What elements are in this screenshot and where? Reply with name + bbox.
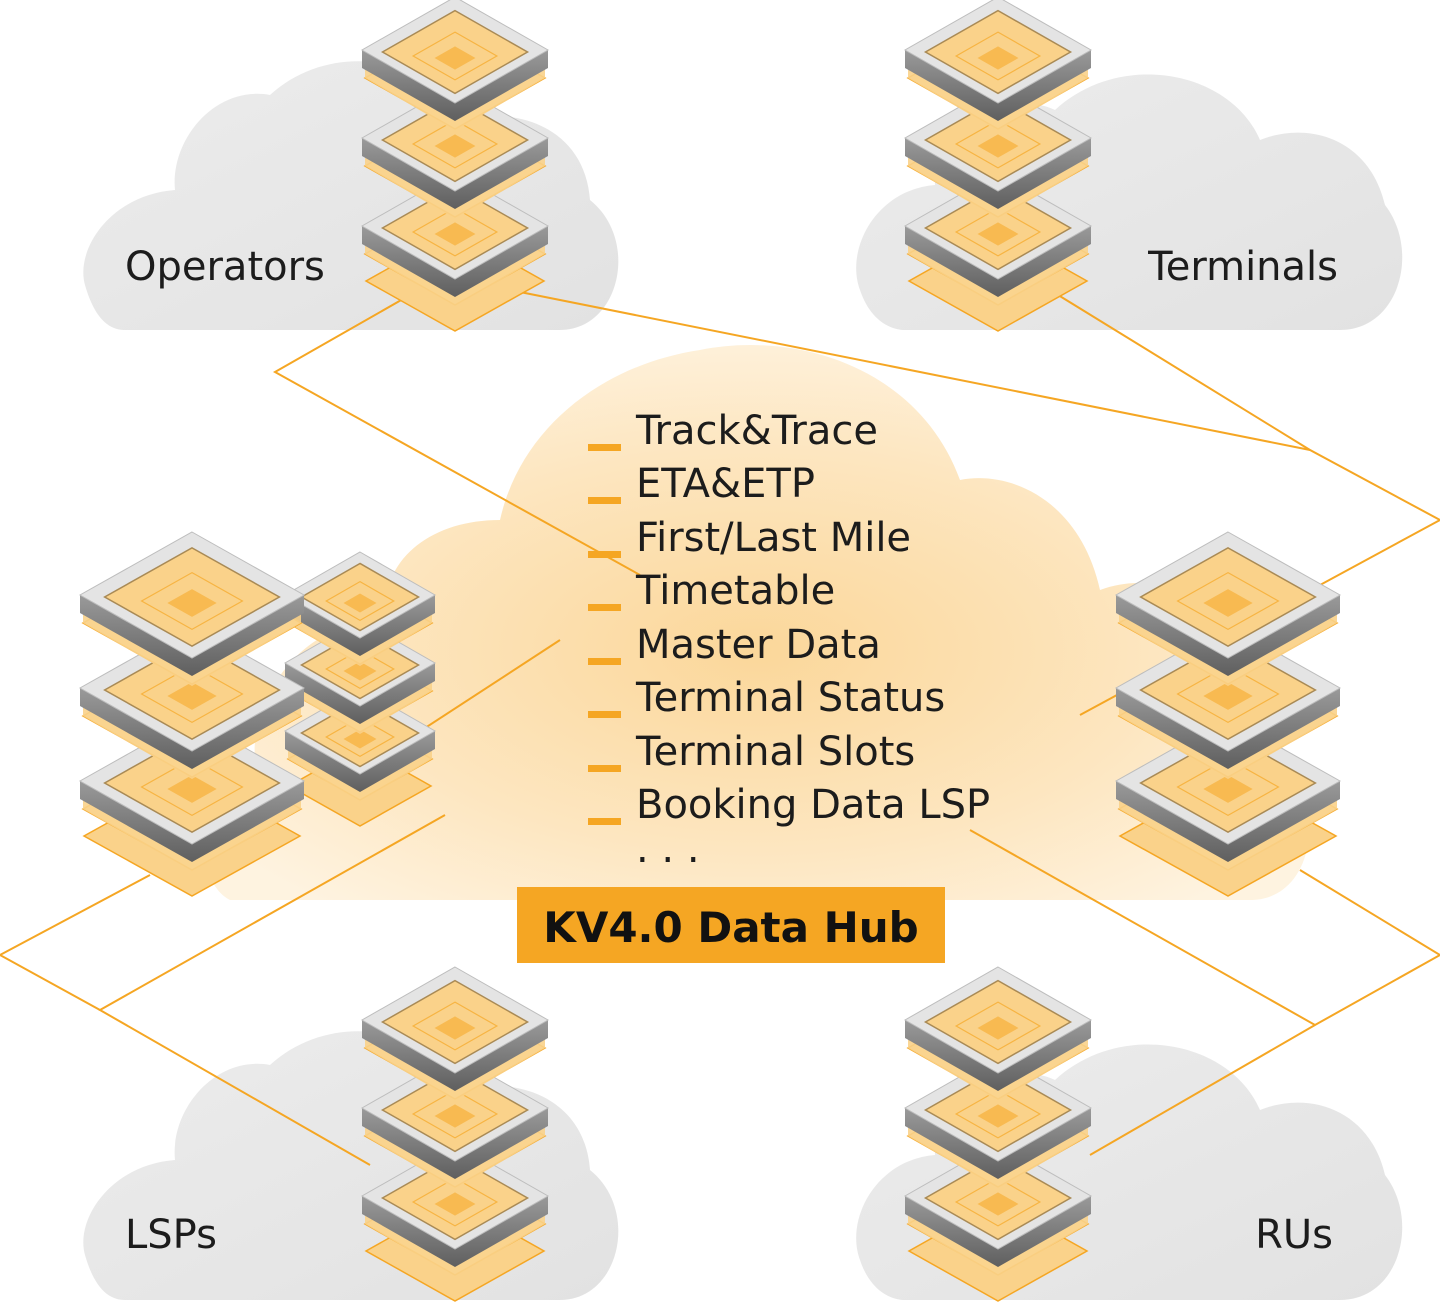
bullet-dash-icon <box>588 658 621 665</box>
terminals-server-icon <box>903 0 1093 332</box>
connection-line <box>0 874 151 1011</box>
connection-line <box>1049 289 1311 451</box>
hub-server-left-icon <box>78 531 306 897</box>
rus-server-icon <box>903 966 1093 1302</box>
bullet-dash-icon <box>588 551 621 558</box>
hub-server-right-icon <box>1114 531 1342 897</box>
hub-list-item: Terminal Status <box>588 675 945 721</box>
hub-title: KV4.0 Data Hub <box>543 903 918 952</box>
connection-line <box>272 294 641 576</box>
svg-text:Timetable: Timetable <box>635 568 835 614</box>
bullet-dash-icon <box>588 711 621 718</box>
hub-cloud <box>204 345 1310 900</box>
svg-text:Master Data: Master Data <box>636 622 881 668</box>
hub-list-item: Booking Data LSP <box>588 782 990 828</box>
hub-item-list: Track&Trace ETA&ETP First/Last Mile Time… <box>588 408 990 872</box>
hub-list-item: Master Data <box>588 622 881 668</box>
operators-label: Operators <box>125 244 325 290</box>
terminals-label: Terminals <box>1147 244 1338 290</box>
hub-list-item: ETA&ETP <box>588 461 815 507</box>
bullet-dash-icon <box>588 604 621 611</box>
connection-line <box>969 829 1440 1027</box>
hub-list-item: Timetable <box>588 568 835 614</box>
operators-server-icon <box>360 0 550 332</box>
svg-text:Track&Trace: Track&Trace <box>635 408 878 454</box>
hub-title-background <box>517 887 945 963</box>
bullet-dash-icon <box>588 765 621 772</box>
svg-text:ETA&ETP: ETA&ETP <box>636 461 815 507</box>
hub-list-item: Track&Trace <box>588 408 878 454</box>
lsps-cloud <box>83 1031 619 1300</box>
rus-label: RUs <box>1255 1212 1333 1258</box>
bullet-dash-icon <box>588 444 621 451</box>
bullet-dash-icon <box>588 818 621 825</box>
lsps-label: LSPs <box>125 1212 217 1258</box>
lsps-server-icon <box>360 966 550 1302</box>
svg-text:Terminal Slots: Terminal Slots <box>635 729 915 775</box>
hub-title-badge: KV4.0 Data Hub <box>517 887 945 963</box>
bullet-dash-icon <box>588 497 621 504</box>
connection-line <box>1089 1024 1316 1156</box>
hub-list-item: Terminal Slots <box>588 729 915 775</box>
hub-list-ellipsis: . . . <box>636 826 700 872</box>
server-stacks <box>78 0 1342 1302</box>
svg-text:First/Last Mile: First/Last Mile <box>636 515 911 561</box>
svg-text:Booking Data LSP: Booking Data LSP <box>636 782 990 828</box>
hub-list-item: First/Last Mile <box>588 515 911 561</box>
hub-server-small-icon <box>283 551 437 827</box>
svg-text:Terminal Status: Terminal Status <box>635 675 945 721</box>
